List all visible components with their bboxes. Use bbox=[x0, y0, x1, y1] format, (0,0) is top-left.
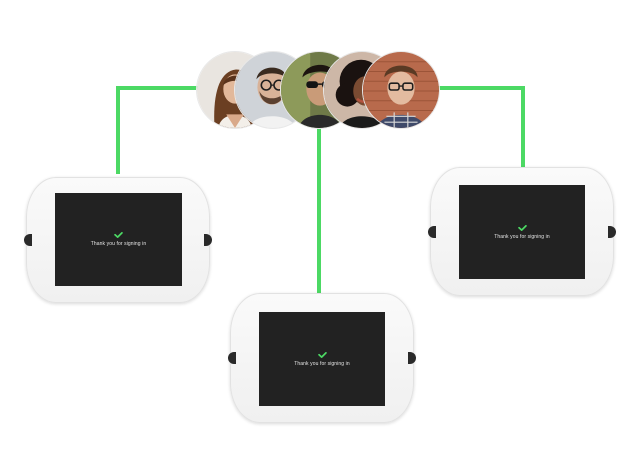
tablet-kiosk-left: Thank you for signing in bbox=[24, 177, 212, 303]
confirmation-message: Thank you for signing in bbox=[90, 241, 147, 247]
tablet-kiosk-center: Thank you for signing in bbox=[228, 293, 416, 423]
confirmation-message: Thank you for signing in bbox=[494, 233, 550, 240]
connector-left-horizontal bbox=[116, 86, 200, 90]
connector-right-horizontal bbox=[438, 86, 525, 90]
tablet-screen: Thank you for signing in bbox=[55, 193, 182, 286]
tablet-screen: Thank you for signing in bbox=[459, 185, 585, 279]
checkmark-icon bbox=[317, 351, 327, 358]
checkmark-icon bbox=[517, 224, 527, 231]
checkmark-icon bbox=[114, 232, 123, 238]
person-photo-icon bbox=[363, 52, 439, 128]
enclosure-knob-right bbox=[204, 234, 212, 246]
enclosure-knob-right bbox=[408, 352, 416, 364]
enclosure-knob-left bbox=[228, 352, 236, 364]
connector-left-vertical bbox=[116, 86, 120, 174]
connector-center-vertical bbox=[317, 128, 321, 294]
confirmation-message: Thank you for signing in bbox=[294, 360, 350, 367]
tablet-screen: Thank you for signing in bbox=[259, 312, 385, 406]
tablet-kiosk-right: Thank you for signing in bbox=[428, 167, 616, 296]
avatar-man-glasses-brick-wall bbox=[362, 51, 440, 129]
connector-right-vertical bbox=[521, 86, 525, 178]
enclosure-knob-right bbox=[608, 225, 616, 238]
enclosure-knob-left bbox=[428, 225, 436, 238]
enclosure-knob-left bbox=[24, 234, 32, 246]
